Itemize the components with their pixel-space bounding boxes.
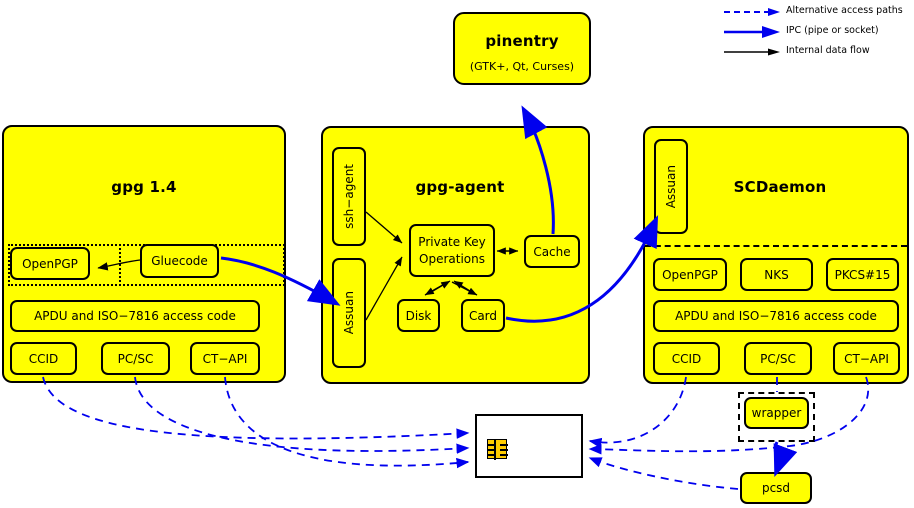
gpg-driver-ctapi[interactable]: CT−API: [190, 342, 260, 375]
gpg-driver-ccid-label: CCID: [28, 351, 59, 366]
wrapper-label: wrapper: [751, 406, 802, 420]
pcsd-box[interactable]: pcsd: [740, 472, 812, 504]
scdaemon-app-pkcs15[interactable]: PKCS#15: [826, 258, 899, 291]
scdaemon-app-nks[interactable]: NKS: [740, 258, 813, 291]
private-key-operations-line2: Operations: [419, 251, 485, 266]
pinentry-box[interactable]: pinentry (GTK+, Qt, Curses): [453, 12, 591, 85]
gpg-driver-ctapi-label: CT−API: [202, 351, 248, 366]
scdaemon-driver-pcsc-label: PC/SC: [760, 351, 796, 366]
wrapper-box[interactable]: wrapper: [744, 397, 809, 429]
scdaemon-apdu-box[interactable]: APDU and ISO−7816 access code: [653, 300, 899, 332]
thin-black-arrow-icon: [724, 48, 780, 56]
scdaemon-driver-ccid-label: CCID: [671, 351, 702, 366]
scdaemon-app-pkcs15-label: PKCS#15: [834, 267, 891, 282]
gpg-gluecode-label: Gluecode: [151, 254, 208, 268]
gpg-agent-cache-box[interactable]: Cache: [524, 235, 580, 268]
alt-path-gpg-pcsc-to-smartcard: [134, 376, 470, 454]
gpg-driver-pcsc-label: PC/SC: [117, 351, 154, 366]
scdaemon-assuan-box[interactable]: Assuan: [654, 139, 688, 234]
gpg-agent-disk-box[interactable]: Disk: [397, 299, 440, 332]
gpg-openpgp-box[interactable]: OpenPGP: [10, 247, 90, 280]
legend-item-internal-data-flow: Internal data flow: [722, 42, 914, 62]
gpg-apdu-label: APDU and ISO−7816 access code: [34, 309, 236, 323]
gpg-driver-pcsc[interactable]: PC/SC: [101, 342, 170, 375]
gpg-agent-title: gpg-agent: [415, 178, 505, 196]
gpg-driver-ccid[interactable]: CCID: [10, 342, 77, 375]
legend: Alternative access paths IPC (pipe or so…: [722, 2, 914, 62]
gpg-agent-card-box[interactable]: Card: [461, 299, 505, 332]
gpg-apdu-box[interactable]: APDU and ISO−7816 access code: [10, 300, 260, 332]
gpg-agent-assuan-label: Assuan: [342, 291, 356, 335]
private-key-operations-line1: Private Key: [418, 234, 486, 249]
scdaemon-layer-separator: [645, 245, 907, 247]
scdaemon-app-openpgp[interactable]: OpenPGP: [653, 258, 727, 291]
pcsd-label: pcsd: [761, 481, 791, 495]
gpg-openpgp-label: OpenPGP: [22, 256, 78, 271]
scdaemon-app-openpgp-label: OpenPGP: [662, 267, 718, 282]
scdaemon-driver-ctapi-label: CT−API: [844, 351, 889, 366]
gpg-agent-card-label: Card: [468, 308, 498, 323]
scdaemon-app-nks-label: NKS: [764, 267, 789, 282]
smartcard-chip-icon: [487, 439, 508, 460]
thick-blue-arrow-icon: [724, 26, 780, 38]
gpg-agent-assuan-box[interactable]: Assuan: [332, 258, 366, 368]
gpg-title: gpg 1.4: [111, 178, 177, 196]
gpg-gluecode-box[interactable]: Gluecode: [140, 244, 219, 278]
pinentry-subtitle: (GTK+, Qt, Curses): [469, 60, 575, 73]
legend-label-0: Alternative access paths: [786, 5, 903, 16]
gpg-dotted-divider: [119, 244, 121, 286]
alt-path-gpg-ctapi-to-smartcard: [224, 376, 470, 469]
scdaemon-title: SCDaemon: [733, 178, 827, 196]
alt-path-pcsd-to-smartcard: [588, 457, 739, 490]
alt-path-scd-ctapi-to-smartcard: [588, 376, 869, 455]
gpg-agent-ssh-agent-box[interactable]: ssh−agent: [332, 147, 366, 246]
ipc-wrapper-to-pcsd: [773, 441, 798, 478]
private-key-operations-box[interactable]: Private Key Operations: [409, 224, 495, 277]
scdaemon-driver-ctapi[interactable]: CT−API: [833, 342, 900, 375]
dashed-blue-arrow-icon: [724, 8, 780, 16]
scdaemon-driver-ccid[interactable]: CCID: [653, 342, 720, 375]
scdaemon-driver-pcsc[interactable]: PC/SC: [744, 342, 812, 375]
smartcard[interactable]: [475, 414, 583, 478]
alt-path-gpg-ccid-to-smartcard: [42, 376, 470, 440]
alt-path-scd-ccid-to-smartcard: [588, 376, 687, 449]
legend-label-1: IPC (pipe or socket): [786, 25, 879, 36]
legend-label-2: Internal data flow: [786, 45, 870, 56]
scdaemon-apdu-label: APDU and ISO−7816 access code: [675, 309, 877, 323]
gpg-agent-cache-label: Cache: [533, 244, 571, 259]
scdaemon-assuan-label: Assuan: [664, 164, 678, 209]
legend-item-alternative-access-paths: Alternative access paths: [722, 2, 914, 22]
legend-item-ipc: IPC (pipe or socket): [722, 22, 914, 42]
gpg-agent-disk-label: Disk: [405, 308, 432, 323]
pinentry-title: pinentry: [485, 32, 559, 50]
gpg-agent-ssh-agent-label: ssh−agent: [342, 164, 356, 229]
